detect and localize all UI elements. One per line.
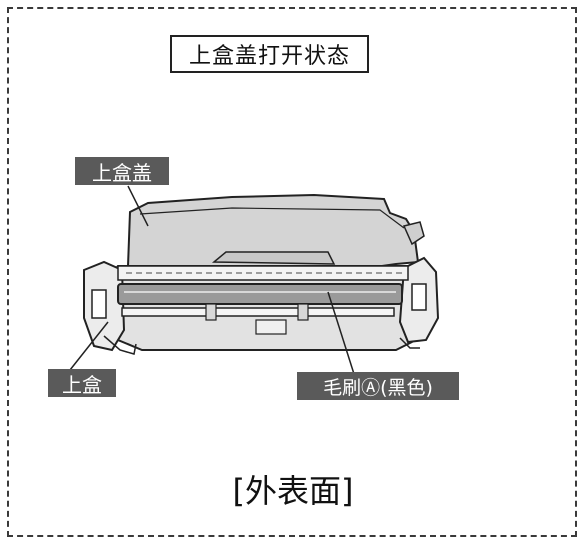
left-cap-slot [91,289,107,319]
shaft-roller-1 [205,303,217,321]
shaft-roller-2 [297,303,309,321]
brush-roller [117,283,403,305]
upper-box-label: 上盒 [48,369,116,397]
left-foot [103,335,137,355]
top-rail [117,265,409,281]
lower-shaft [121,307,395,317]
leader-box [69,321,109,371]
cartridge-illustration [69,185,440,375]
right-cap-slot [411,283,427,311]
leader-brush [327,291,355,375]
center-block [255,319,287,335]
lid-inner-edge [139,207,405,229]
status-title: 上盒盖打开状态 [170,35,369,73]
leader-lid [127,185,149,227]
surface-caption: [外表面] [232,472,354,510]
upper-lid-label: 上盒盖 [75,157,169,185]
lid-hinge-tab [402,221,425,246]
lid-raised-panel [211,251,336,265]
right-foot [399,337,420,349]
brush-label: 毛刷Ⓐ(黑色) [297,372,459,400]
